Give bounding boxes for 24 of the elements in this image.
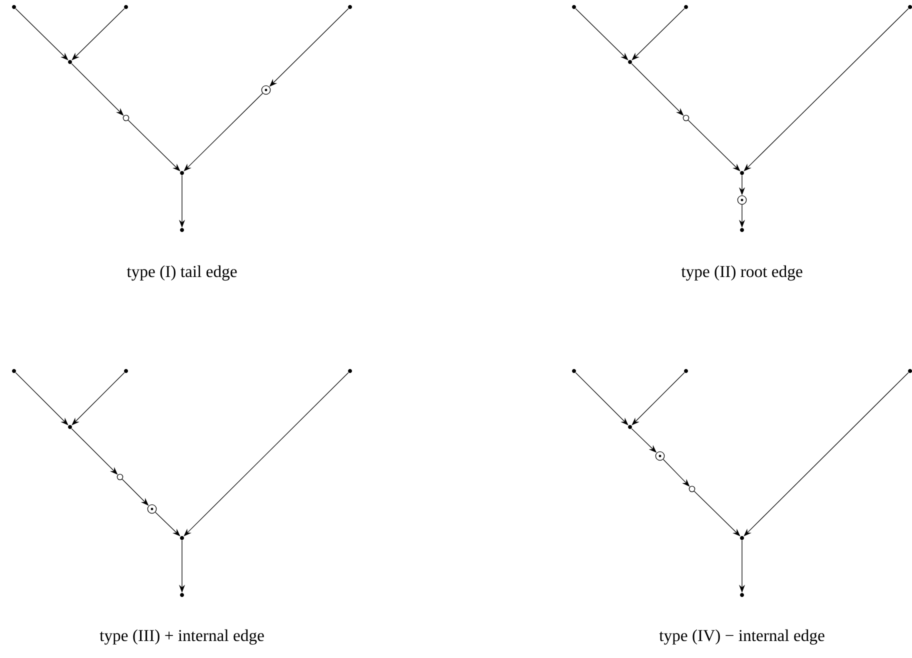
arrow <box>575 8 628 60</box>
arrow <box>155 512 180 536</box>
caption: type (II) root edge <box>681 265 802 281</box>
circled-dot <box>737 195 747 205</box>
circled-dot <box>261 85 271 95</box>
arrow <box>72 372 125 426</box>
arrow <box>694 490 740 536</box>
arrow <box>72 8 125 60</box>
circled-dot <box>655 451 665 461</box>
caption: type (I) tail edge <box>126 265 237 281</box>
arrow <box>15 372 68 426</box>
arrow <box>632 372 685 426</box>
arrow <box>184 372 349 536</box>
arrow <box>575 372 628 426</box>
arrow <box>744 8 909 172</box>
arrow <box>15 8 68 60</box>
caption: type (IV) − internal edge <box>659 629 824 645</box>
arrow <box>128 120 180 172</box>
arrow <box>688 120 740 172</box>
circled-dot <box>147 504 157 514</box>
caption: type (III) + internal edge <box>100 629 264 645</box>
arrow <box>744 372 909 536</box>
arrow <box>632 8 685 60</box>
arrow <box>184 92 264 172</box>
